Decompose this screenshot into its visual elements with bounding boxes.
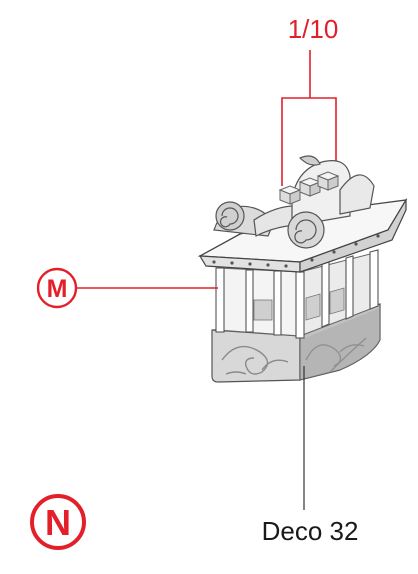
marker-m: M (36, 267, 218, 309)
marker-m-letter: M (47, 275, 68, 303)
top-callout: 1/10 (281, 14, 339, 186)
cabin-lower-body-side (299, 303, 381, 381)
cable-car-cabin (197, 155, 408, 383)
cabin-roof-edge-side (299, 197, 407, 273)
bottom-callout: Deco 32 (262, 366, 359, 546)
marker-n: N (30, 494, 86, 550)
lower-swirl-tint (300, 308, 380, 380)
roof-rivets (212, 234, 380, 268)
top-callout-text: 1/10 (288, 14, 339, 44)
bottom-callout-text: Deco 32 (262, 516, 359, 546)
crest-blocks (278, 171, 340, 205)
top-callout-bracket (281, 97, 337, 186)
cabin-interior (253, 287, 345, 321)
marker-n-letter: N (45, 502, 71, 543)
cabin-pillars (215, 249, 379, 339)
lower-swirl-decoration (221, 337, 367, 375)
marker-n-circle (30, 494, 86, 550)
cabin-lower-body-front (211, 329, 301, 383)
